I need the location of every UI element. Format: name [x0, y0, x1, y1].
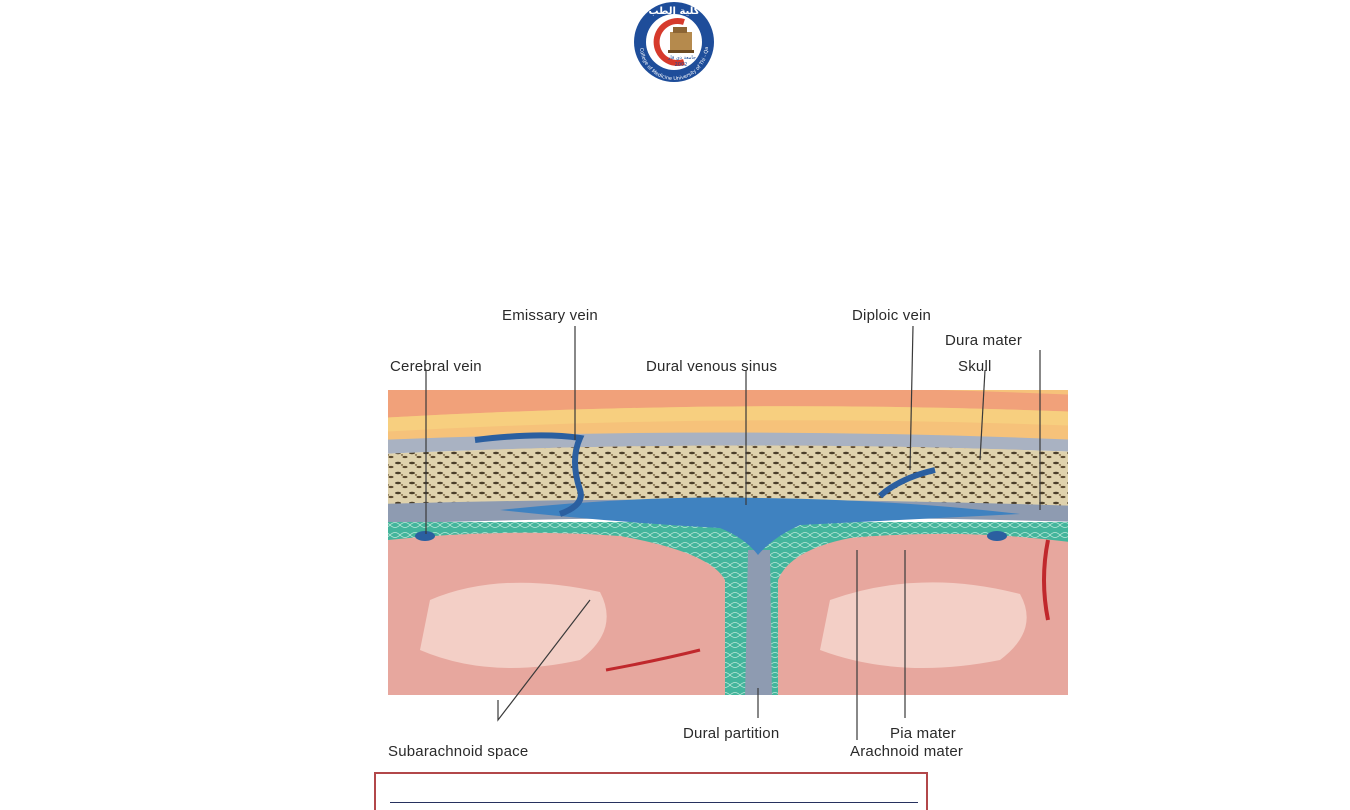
label-dural-venous-sinus: Dural venous sinus — [646, 358, 778, 375]
dural-venous-sinus — [500, 497, 1020, 555]
college-logo: كلية الطب جامعة ذي قار 2002 College of M… — [617, 0, 730, 84]
footer-rule — [390, 802, 918, 803]
dural-partition — [745, 550, 772, 695]
label-dura-mater: Dura mater — [945, 332, 1023, 349]
footer-frame — [374, 772, 928, 810]
label-dural-partition: Dural partition — [683, 725, 780, 742]
cerebral-vein-left-shape — [415, 531, 435, 541]
emissary-vein-shape — [474, 432, 585, 517]
label-cerebral-vein: Cerebral vein — [390, 358, 482, 375]
logo-arabic-university: جامعة ذي قار — [667, 55, 696, 61]
label-pia-mater: Pia mater — [890, 725, 956, 742]
meninges-diagram: Emissary vein Diploic vein Dura mater Ce… — [380, 300, 1080, 770]
logo-year: 2002 — [675, 62, 688, 68]
logo-arabic-title: كلية الطب — [648, 6, 699, 17]
label-arachnoid-mater: Arachnoid mater — [850, 743, 964, 760]
label-skull: Skull — [958, 358, 992, 375]
label-diploic-vein: Diploic vein — [852, 307, 932, 324]
skull-layer — [388, 445, 1068, 508]
label-emissary-vein: Emissary vein — [502, 307, 598, 324]
label-subarachnoid-space: Subarachnoid space — [388, 743, 529, 760]
diploic-vein-shape — [877, 467, 936, 499]
